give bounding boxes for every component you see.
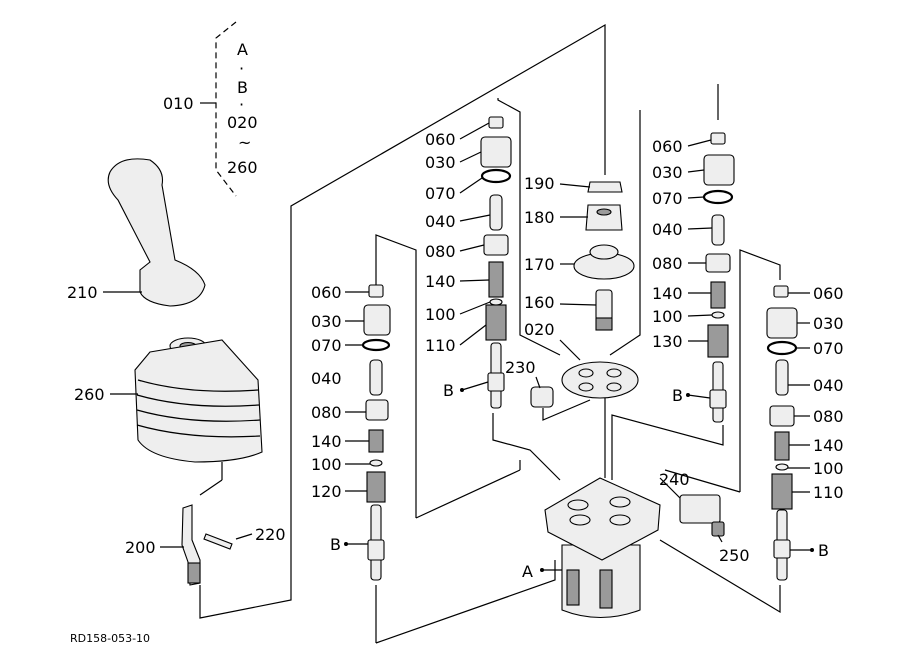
callout-060: 060 bbox=[311, 283, 342, 302]
bracket-line-6: ~ bbox=[238, 133, 251, 152]
callout-B: B bbox=[672, 386, 683, 405]
base-housing bbox=[544, 477, 725, 619]
valve-stack-right bbox=[766, 285, 798, 581]
housing-flange bbox=[544, 477, 661, 561]
callout-130: 130 bbox=[652, 332, 683, 351]
valve-stack-center-right bbox=[702, 132, 735, 423]
callout-140: 140 bbox=[425, 272, 456, 291]
callout-080: 080 bbox=[311, 403, 342, 422]
lever-group bbox=[107, 158, 263, 586]
center-stack bbox=[530, 181, 639, 408]
callout-180: 180 bbox=[524, 208, 555, 227]
plug-250 bbox=[711, 521, 725, 537]
callout-B: B bbox=[443, 381, 454, 400]
connector-lines bbox=[199, 23, 781, 644]
callout-100: 100 bbox=[425, 305, 456, 324]
callout-140: 140 bbox=[813, 436, 844, 455]
callout-030: 030 bbox=[311, 312, 342, 331]
nut-190 bbox=[587, 181, 623, 193]
callout-B: B bbox=[330, 535, 341, 554]
callout-020: 020 bbox=[524, 320, 555, 339]
lever-pin bbox=[203, 533, 233, 550]
callout-070: 070 bbox=[311, 336, 342, 355]
drawing-reference: RD158-053-10 bbox=[70, 632, 150, 645]
connector-240 bbox=[679, 494, 721, 524]
callout-170: 170 bbox=[524, 255, 555, 274]
callout-190: 190 bbox=[524, 174, 555, 193]
callout-110: 110 bbox=[813, 483, 844, 502]
boot-cover bbox=[134, 339, 263, 463]
callout-120: 120 bbox=[311, 482, 342, 501]
valve-stack-left bbox=[361, 284, 391, 581]
bracket-line-3: B bbox=[237, 78, 248, 97]
plug-230 bbox=[530, 386, 554, 408]
bracket-line-7: 260 bbox=[227, 158, 258, 177]
callout-100: 100 bbox=[813, 459, 844, 478]
callout-labels: 210 260 200 220 060 030 070 040 080 140 … bbox=[67, 130, 844, 581]
callout-030: 030 bbox=[652, 163, 683, 182]
callout-140: 140 bbox=[652, 284, 683, 303]
callout-040: 040 bbox=[311, 369, 342, 388]
callout-210: 210 bbox=[67, 283, 98, 302]
valve-stack-center-left bbox=[480, 116, 512, 409]
bracket-line-1: A bbox=[237, 40, 248, 59]
callout-B: B bbox=[818, 541, 829, 560]
lever-shaft-thread bbox=[187, 562, 201, 584]
callout-060: 060 bbox=[652, 137, 683, 156]
callout-080: 080 bbox=[425, 242, 456, 261]
callout-160: 160 bbox=[524, 293, 555, 312]
assembly-bracket: 010 A · B · 020 ~ 260 bbox=[163, 21, 258, 197]
callout-230: 230 bbox=[505, 358, 536, 377]
plate-020 bbox=[561, 361, 639, 399]
callout-060: 060 bbox=[813, 284, 844, 303]
callout-100: 100 bbox=[311, 455, 342, 474]
callout-140: 140 bbox=[311, 432, 342, 451]
callout-080: 080 bbox=[652, 254, 683, 273]
callout-250: 250 bbox=[719, 546, 750, 565]
callout-200: 200 bbox=[125, 538, 156, 557]
callout-030: 030 bbox=[813, 314, 844, 333]
assembly-code: 010 bbox=[163, 94, 194, 113]
leader-lines bbox=[103, 122, 814, 572]
callout-040: 040 bbox=[425, 212, 456, 231]
callout-060: 060 bbox=[425, 130, 456, 149]
callout-240: 240 bbox=[659, 470, 690, 489]
lever-handle bbox=[107, 158, 206, 307]
bracket-line-4: · bbox=[239, 95, 244, 114]
bracket-line-5: 020 bbox=[227, 113, 258, 132]
bracket-line-2: · bbox=[239, 59, 244, 78]
callout-070: 070 bbox=[652, 189, 683, 208]
callout-A: A bbox=[522, 562, 533, 581]
callout-110: 110 bbox=[425, 336, 456, 355]
callout-040: 040 bbox=[813, 376, 844, 395]
callout-070: 070 bbox=[425, 184, 456, 203]
callout-220: 220 bbox=[255, 525, 286, 544]
callout-040: 040 bbox=[652, 220, 683, 239]
nut-180 bbox=[585, 204, 623, 231]
callout-100: 100 bbox=[652, 307, 683, 326]
callout-070: 070 bbox=[813, 339, 844, 358]
callout-260: 260 bbox=[74, 385, 105, 404]
callout-080: 080 bbox=[813, 407, 844, 426]
callout-030: 030 bbox=[425, 153, 456, 172]
